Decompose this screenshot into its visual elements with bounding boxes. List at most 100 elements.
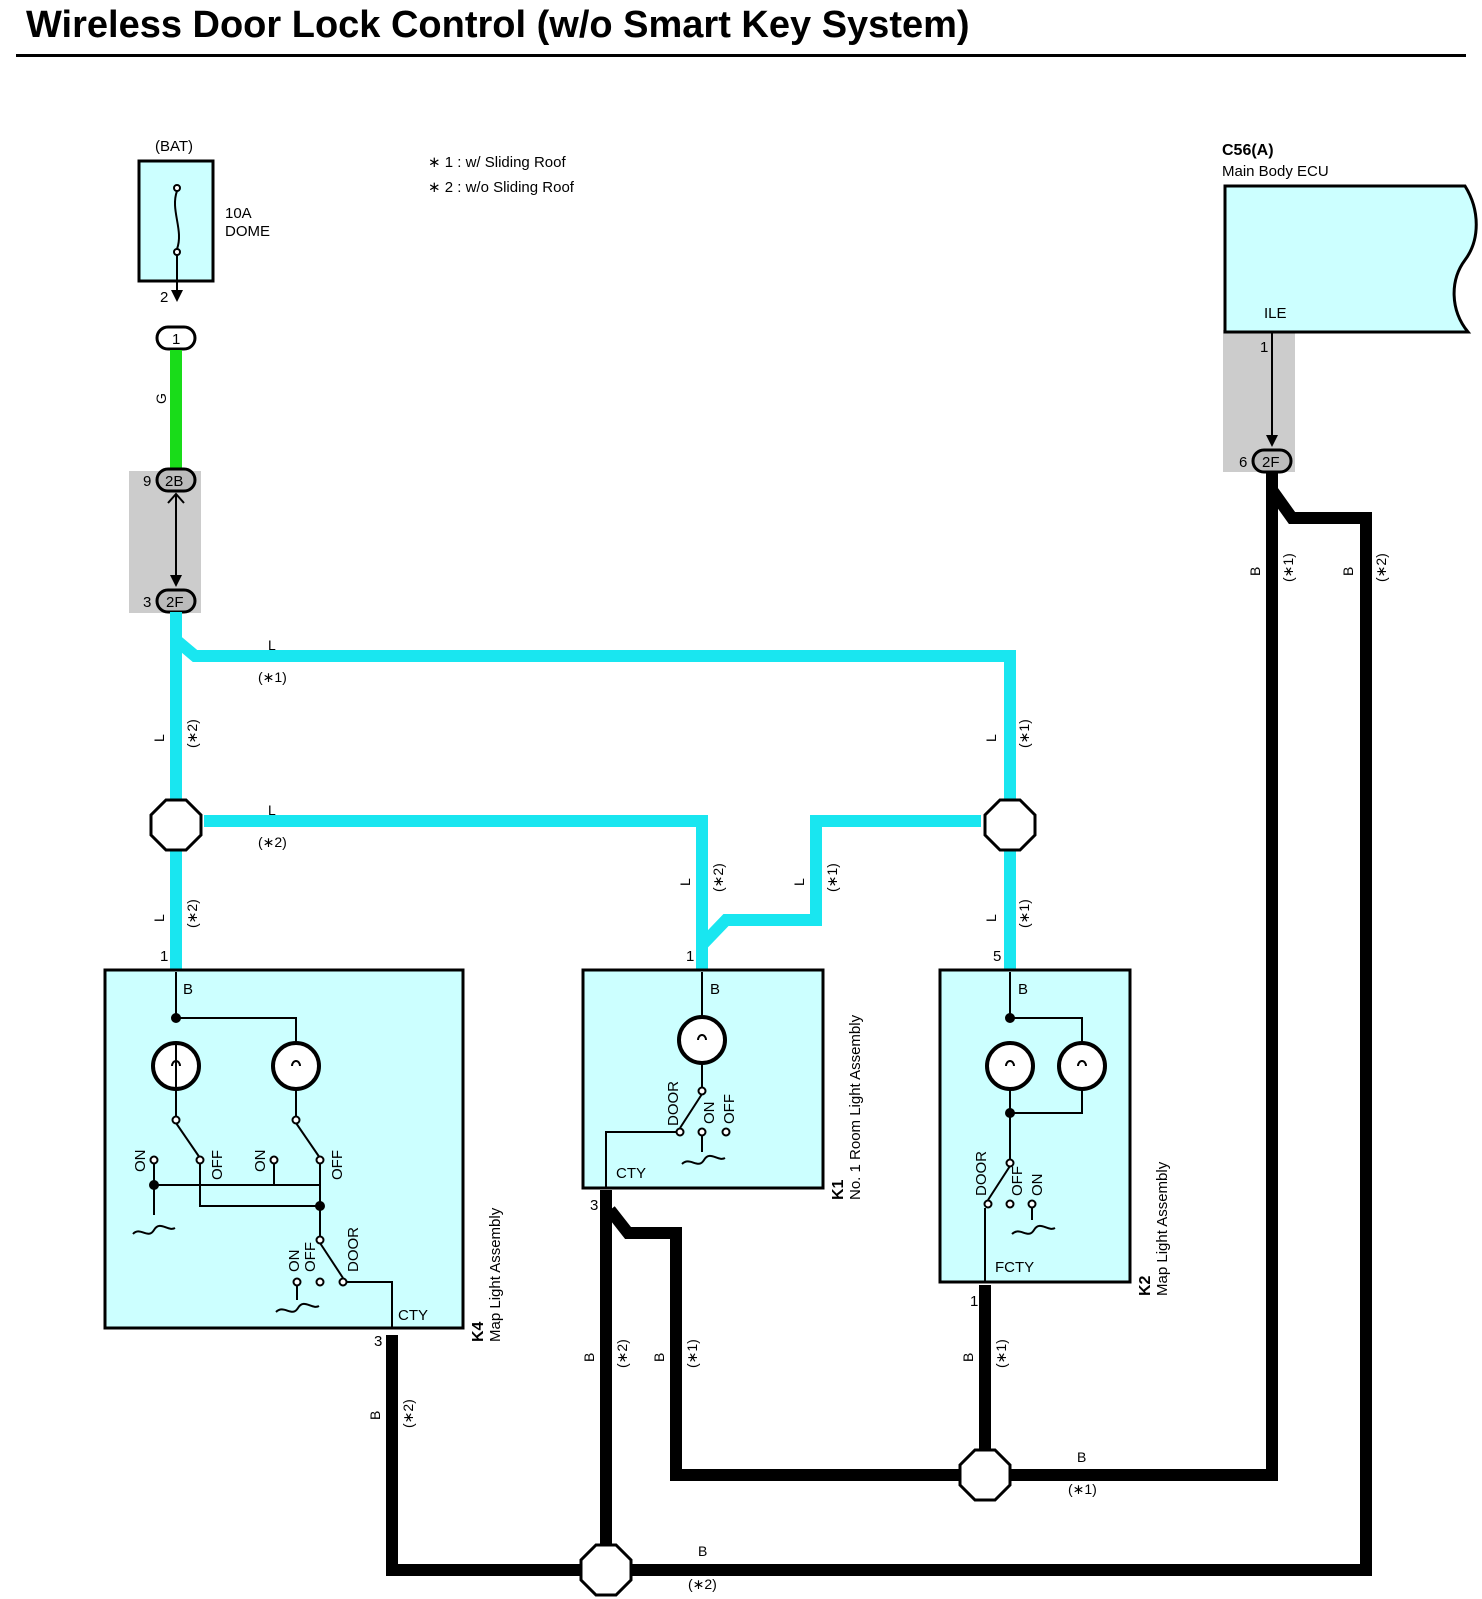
wire-star1-label-top: (∗1) [258,669,287,685]
wire-star2-label-k4: (∗2) [400,1399,416,1428]
connector-j1-label: 1 [172,331,180,348]
connector-2b [155,467,197,493]
k4-label-off2: OFF [329,1150,346,1180]
k2-name: Map Light Assembly [1154,1161,1171,1296]
component-k2: 5 B DOOR OFF ON FCTY 1 K2 Map Light Asse… [938,948,1171,1310]
wire-b-label-k1b: B [651,1353,667,1362]
ecu-box [1223,184,1478,334]
connector-j1 [155,325,197,351]
wire-b-label-bottom1: B [1077,1449,1086,1465]
k1-name: No. 1 Room Light Assembly [847,1014,864,1200]
k1-pin-top: 1 [686,948,694,965]
k1-term-bottom: CTY [616,1165,646,1182]
k4-label-on3: ON [286,1250,303,1273]
k4-label-off1: OFF [209,1150,226,1180]
k4-label-door: DOOR [345,1227,362,1272]
fuse-source: (BAT) [155,138,193,155]
wire-l-label-right1: L [983,734,999,742]
ecu-name: Main Body ECU [1222,163,1329,180]
fuse-pin: 2 [160,289,168,306]
wire-b-label-k4: B [367,1411,383,1420]
wire-l-label-top: L [268,637,276,653]
k1-label-door: DOOR [665,1081,682,1126]
k1-term-top: B [710,981,720,998]
connector-2f-right-label: 2F [1262,454,1280,471]
junction-right [983,798,1037,852]
k2-term-top: B [1018,981,1028,998]
wire-l-star1-mid [697,815,981,950]
bulb-icon [985,1041,1035,1091]
k4-pin-bottom: 3 [374,1333,382,1350]
component-k4: 1 B ON OFF [103,948,504,1350]
wire-l-label-k1b: L [791,878,807,886]
wire-star2-label-mid: (∗2) [258,834,287,850]
bulb-icon [1057,1041,1107,1091]
connector-2f-right-pin: 6 [1239,454,1247,471]
wire-b-k1-star1 [605,1206,960,1481]
wire-star1-label-right1: (∗1) [1016,719,1032,748]
wire-l-star1-top [170,612,1016,800]
bulb-icon [677,1015,727,1065]
k4-code: K4 [470,1321,487,1342]
k4-term-top: B [183,981,193,998]
k1-label-off: OFF [721,1094,738,1124]
wire-star2-label-k1a: (∗2) [710,863,726,892]
k2-label-off: OFF [1009,1166,1026,1196]
k4-label-on1: ON [132,1150,149,1173]
k4-term-bottom: CTY [398,1307,428,1324]
wire-g-label: G [153,393,169,404]
wire-b-label-ecu1: B [1247,567,1263,576]
k1-label-on: ON [701,1102,718,1125]
connector-2f-left-pin: 3 [143,594,151,611]
k2-pin-bottom: 1 [970,1293,978,1310]
wire-star1-label-right2: (∗1) [1016,899,1032,928]
k2-label-door: DOOR [973,1151,990,1196]
wire-star2-label-k1a: (∗2) [614,1339,630,1368]
wire-star1-label-k2: (∗1) [993,1339,1009,1368]
junction-bottom-left [579,1543,633,1597]
ecu-code: C56(A) [1222,142,1274,159]
note-1: ∗ 1 : w/ Sliding Roof [428,154,566,171]
bulb-icon [271,1041,321,1091]
wire-star2-label-bottom2: (∗2) [688,1576,717,1592]
wire-b-label-ecu2: B [1340,567,1356,576]
k2-label-on: ON [1029,1174,1046,1197]
wire-star2-label-left2: (∗2) [184,899,200,928]
wire-b-ecu-star2 [632,486,1372,1576]
wire-star1-label-ecu1: (∗1) [1280,553,1296,582]
k4-name: Map Light Assembly [487,1207,504,1342]
connector-2b-label: 2B [165,473,183,490]
fuse-rating: 10A [225,205,252,222]
k1-pin-bottom: 3 [590,1197,598,1214]
k4-label-on2: ON [252,1150,269,1173]
junction-bottom-right [958,1448,1012,1502]
wire-l-label-k1a: L [677,878,693,886]
k1-code: K1 [830,1179,847,1200]
wire-star2-label-ecu2: (∗2) [1373,553,1389,582]
k2-code: K2 [1137,1275,1154,1296]
ecu-terminal: ILE [1264,305,1287,322]
wire-star1-label-k1b: (∗1) [824,863,840,892]
wire-star2-label-left1: (∗2) [184,719,200,748]
fuse-name: DOME [225,223,270,240]
shade-right [1223,330,1295,472]
wire-b-ecu-star1 [1010,472,1278,1481]
k4-pin-top: 1 [160,948,168,965]
title-rule [16,54,1466,57]
wire-l-label-left2: L [151,914,167,922]
wire-b-label-k1a: B [581,1353,597,1362]
note-2: ∗ 2 : w/o Sliding Roof [428,179,575,196]
wire-star1-label-k1b: (∗1) [684,1339,700,1368]
junction-left [149,798,203,852]
page-title: Wireless Door Lock Control (w/o Smart Ke… [26,4,970,46]
connector-2b-pin: 9 [143,473,151,490]
wire-star1-label-bottom1: (∗1) [1068,1481,1097,1497]
wire-l-star2-mid [204,815,708,920]
wire-b-label-bottom2: B [698,1543,707,1559]
k4-label-off3: OFF [302,1242,319,1272]
wire-l-label-right2: L [983,914,999,922]
fuse-icon [171,184,183,302]
wire-l-label-left1: L [151,734,167,742]
component-k1: 1 B DOOR ON OFF CTY 3 K1 No. 1 Room Ligh… [581,948,864,1214]
